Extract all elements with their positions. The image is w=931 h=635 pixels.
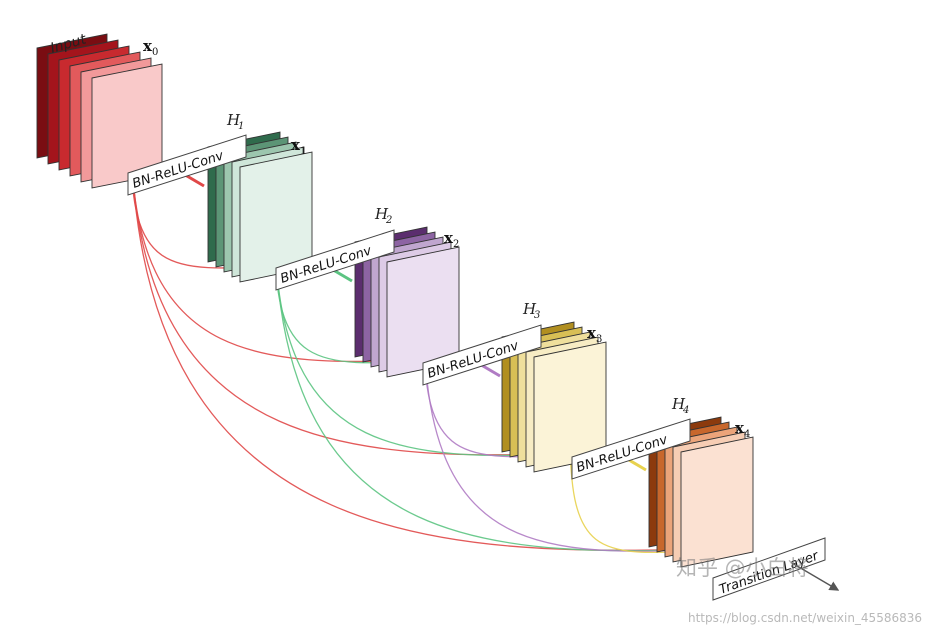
transition-output-arrow <box>791 562 840 591</box>
svg-text:H: H <box>522 300 537 318</box>
svg-text:4: 4 <box>682 405 689 416</box>
feature-stack-x1 <box>207 131 313 283</box>
feature-map-sheet <box>680 436 754 568</box>
svg-text:4: 4 <box>744 429 750 440</box>
svg-text:1: 1 <box>238 121 244 132</box>
zhihu-watermark: 知乎 @小白将 <box>676 556 809 580</box>
svg-text:H: H <box>671 395 686 413</box>
x1-label: x 1 <box>291 136 306 157</box>
feature-map-stacks <box>36 33 754 568</box>
h2-label: H 2 <box>374 205 392 226</box>
feature-stack-x3 <box>501 321 607 473</box>
feature-stack-x0 <box>36 33 163 189</box>
svg-text:x: x <box>444 229 454 247</box>
h4-label: H 4 <box>671 395 689 416</box>
svg-text:H: H <box>226 111 241 129</box>
svg-text:0: 0 <box>152 47 158 58</box>
feature-stack-x2 <box>354 226 460 378</box>
svg-text:x: x <box>587 324 597 342</box>
svg-text:3: 3 <box>534 310 540 321</box>
svg-text:2: 2 <box>453 239 459 250</box>
svg-text:x: x <box>291 136 301 154</box>
csdn-url-watermark: https://blog.csdn.net/weixin_45586836 <box>688 611 922 625</box>
svg-text:H: H <box>374 205 389 223</box>
feature-stack-x4 <box>648 416 754 568</box>
h1-label: H 1 <box>226 111 244 132</box>
svg-text:3: 3 <box>596 334 602 345</box>
x0-label: x 0 <box>143 37 158 58</box>
svg-text:x: x <box>735 419 745 437</box>
svg-text:1: 1 <box>300 146 306 157</box>
x2-label: x 2 <box>444 229 459 250</box>
x3-label: x 3 <box>587 324 602 345</box>
h3-label: H 3 <box>522 300 540 321</box>
svg-text:2: 2 <box>385 215 392 226</box>
svg-text:x: x <box>143 37 153 55</box>
x4-label: x 4 <box>735 419 750 440</box>
